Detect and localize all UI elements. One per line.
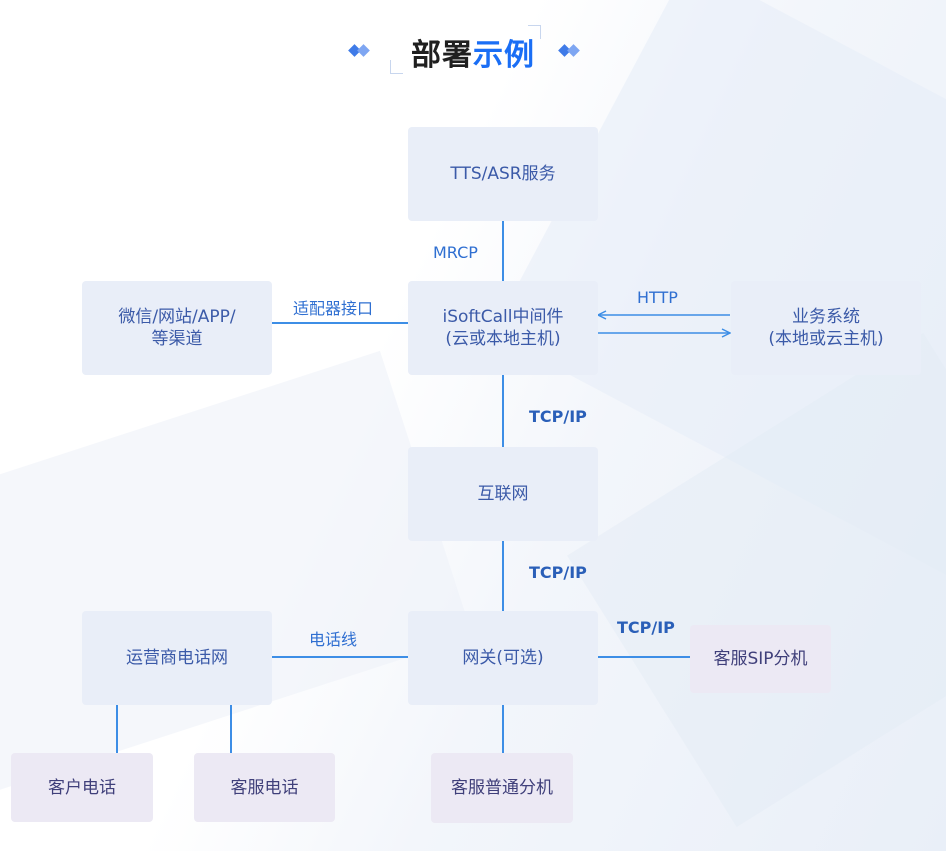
- node-label: 客服普通分机: [451, 778, 553, 798]
- node-business-system: 业务系统 (本地或云主机): [731, 281, 921, 375]
- arrowhead-right-icon: [721, 328, 732, 338]
- title-part-2: 示例: [473, 38, 535, 73]
- node-label: 互联网: [477, 484, 529, 504]
- node-label: 客服SIP分机: [713, 649, 808, 669]
- edge-label-http: HTTP: [637, 288, 678, 307]
- node-label: 客服电话: [230, 777, 299, 798]
- node-label: 业务系统: [791, 307, 860, 327]
- node-isoftcall-middleware: iSoftCall中间件 (云或本地主机): [408, 281, 598, 375]
- node-label: 微信/网站/APP/: [118, 307, 236, 327]
- edge-label-mrcp: MRCP: [433, 243, 478, 262]
- title-corner-decoration: [390, 73, 403, 74]
- title-corner-decoration: [390, 60, 391, 74]
- title-corner-decoration: [528, 25, 541, 26]
- connector-gateway-sip: [597, 656, 690, 658]
- connector-carrier-customer-phone: [116, 705, 118, 753]
- node-gateway: 网关(可选): [408, 611, 598, 705]
- node-channels: 微信/网站/APP/ 等渠道: [82, 281, 272, 375]
- node-label: 等渠道: [151, 329, 203, 349]
- edge-label-phone-line: 电话线: [309, 630, 358, 649]
- node-label: (本地或云主机): [768, 329, 884, 349]
- connector-carrier-gateway: [272, 656, 408, 658]
- edge-label-adapter: 适配器接口: [293, 299, 374, 318]
- node-label: 网关(可选): [462, 648, 544, 668]
- node-customer-phone: 客户电话: [11, 753, 153, 822]
- edge-label-tcpip: TCP/IP: [617, 618, 675, 637]
- node-label: TTS/ASR服务: [450, 164, 556, 184]
- connector-channels-middleware: [272, 322, 408, 324]
- edge-label-tcpip: TCP/IP: [529, 407, 587, 426]
- connector-middleware-internet: [502, 375, 504, 447]
- node-label: 客户电话: [48, 777, 116, 798]
- node-ordinary-extension: 客服普通分机: [431, 753, 573, 823]
- node-tts-asr-service: TTS/ASR服务: [408, 127, 598, 221]
- node-carrier-phone-network: 运营商电话网: [82, 611, 272, 705]
- connector-gateway-ordinary-ext: [502, 705, 504, 753]
- node-internet: 互联网: [408, 447, 598, 541]
- connector-tts-middleware: [502, 221, 504, 282]
- node-service-phone: 客服电话: [194, 753, 335, 822]
- edge-label-tcpip: TCP/IP: [529, 563, 587, 582]
- page-header: 部署示例: [0, 28, 946, 76]
- node-sip-extension: 客服SIP分机: [690, 625, 831, 693]
- arrowhead-left-icon: [596, 310, 607, 320]
- node-label: iSoftCall中间件: [442, 307, 564, 327]
- node-label: (云或本地主机): [445, 329, 561, 349]
- node-label: 运营商电话网: [126, 648, 228, 668]
- title-part-1: 部署: [411, 38, 473, 73]
- connector-carrier-service-phone: [230, 705, 232, 753]
- connector-internet-gateway: [502, 541, 504, 613]
- page-title: 部署示例: [411, 38, 535, 73]
- title-corner-decoration: [540, 25, 541, 39]
